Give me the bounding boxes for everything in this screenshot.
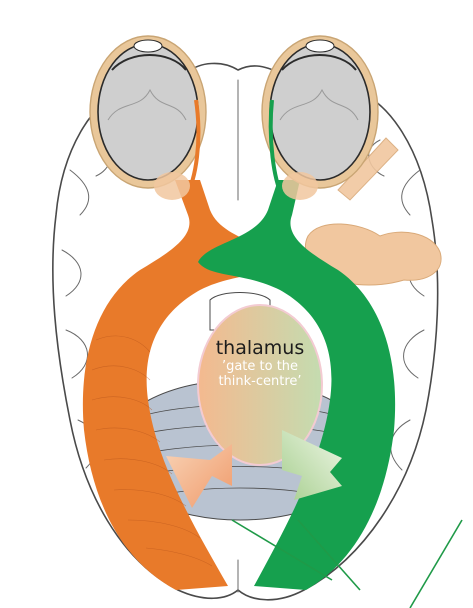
right-optic-nerve-sheath <box>282 172 318 200</box>
thalamus-label-subtitle-2: think-centre’ <box>197 375 323 390</box>
thalamus-label-subtitle-1: ’gate to the <box>197 360 323 375</box>
thalamus-label: thalamus ’gate to the think-centre’ <box>197 338 323 390</box>
left-optic-nerve-sheath <box>154 172 190 200</box>
thalamus-label-title: thalamus <box>197 338 323 360</box>
